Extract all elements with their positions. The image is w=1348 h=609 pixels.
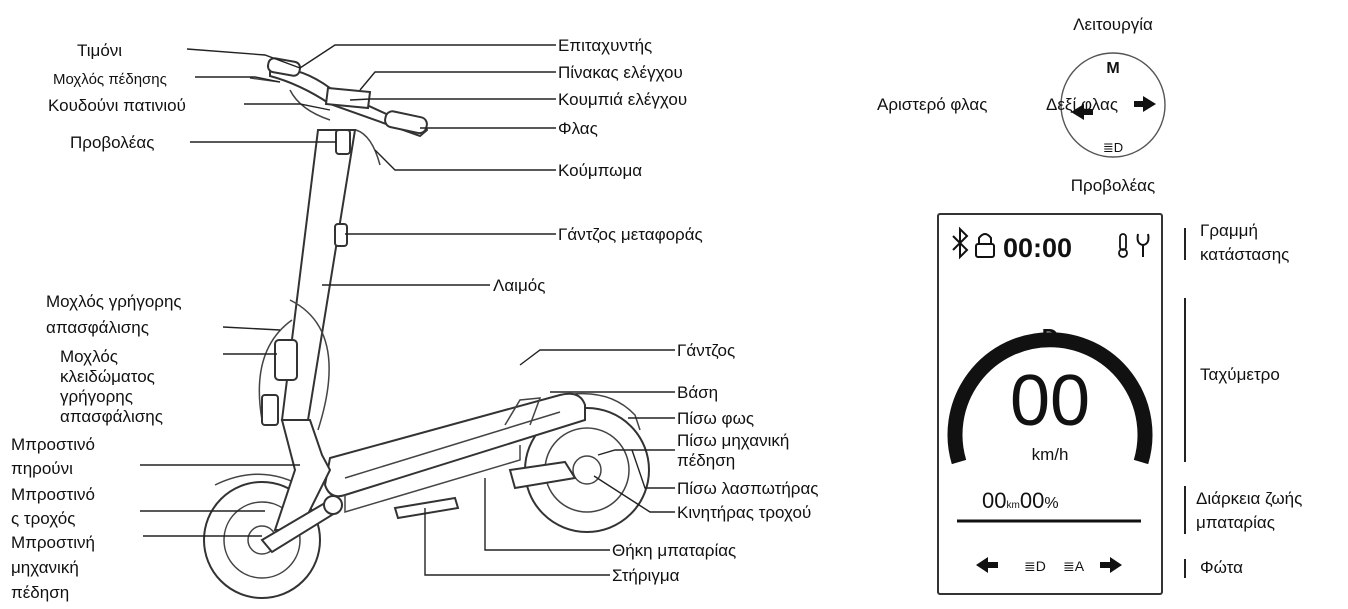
scooter-illustration [203, 57, 650, 599]
label-qr-lock-lever-4: απασφάλισης [60, 407, 163, 426]
right-labels: Επιταχυντής Πίνακας ελέγχου Κουμπιά ελέγ… [493, 36, 819, 585]
label-rear-brake-1: Πίσω μηχανική [677, 431, 789, 450]
lock-icon [975, 233, 995, 258]
left-leader-lines [140, 48, 336, 537]
battery-value: 00 [1020, 488, 1044, 513]
label-hook: Γάντζος [677, 341, 735, 360]
label-quick-release-lever-2: απασφάλισης [46, 318, 149, 337]
label-deck: Βάση [677, 383, 718, 402]
label-front-fork-1: Μπροστινό [11, 435, 95, 454]
wrench-icon [1136, 233, 1150, 257]
control-button-dial [1060, 52, 1166, 158]
label-rear-brake-2: πέδηση [677, 451, 735, 470]
label-battery-case: Θήκη μπαταρίας [612, 541, 736, 560]
label-front-wheel-2: ς τροχός [11, 509, 75, 528]
thermometer-icon [1118, 233, 1128, 258]
bluetooth-icon [952, 226, 969, 260]
right-leader-lines [299, 44, 675, 576]
label-control-panel: Πίνακας ελέγχου [558, 63, 683, 82]
gear-indicator: D [1042, 324, 1059, 350]
auto-light-icon: ≣A [1063, 558, 1085, 574]
speed-arc [947, 332, 1153, 465]
label-battery-life-1: Διάρκεια ζωής [1196, 489, 1302, 508]
label-headlight-button: Προβολέας [1071, 176, 1155, 195]
speed-value: 00 [1010, 361, 1090, 441]
label-battery-life-2: μπαταρίας [1196, 513, 1275, 532]
label-kickstand: Στήριγμα [612, 566, 680, 585]
label-quick-release-lever-1: Μοχλός γρήγορης [46, 292, 182, 311]
label-bell: Κουδούνι πατινιού [48, 96, 186, 115]
speedometer: D 00 km/h [947, 324, 1153, 465]
label-qr-lock-lever-1: Μοχλός [60, 347, 118, 366]
label-front-fork-2: πηρούνι [11, 459, 73, 478]
control-buttons-diagram: Λειτουργία M ≣D Αριστερό φλας Δεξί φλας … [877, 15, 1166, 195]
label-neck: Λαιμός [493, 276, 545, 295]
label-rear-light: Πίσω φως [677, 409, 754, 428]
label-status-bar-1: Γραμμή [1200, 221, 1258, 240]
left-turn-icon [976, 557, 998, 573]
display-side-labels: Γραμμή κατάστασης Ταχύμετρο Διάρκεια ζωή… [1184, 221, 1302, 578]
label-left-signal: Αριστερό φλας [877, 95, 987, 114]
label-headlight: Προβολέας [70, 133, 154, 152]
label-right-signal: Δεξί φλας [1046, 95, 1118, 114]
label-carry-hook: Γάντζος μεταφοράς [558, 225, 703, 244]
label-mode: Λειτουργία [1073, 15, 1153, 34]
battery-unit: % [1044, 495, 1058, 512]
low-beam-icon: ≣D [1024, 558, 1046, 574]
label-turn-signal: Φλας [558, 119, 598, 138]
label-brake-lever: Μοχλός πέδησης [53, 71, 167, 88]
distance-readout: 00km00% [982, 488, 1059, 513]
display-frame [937, 213, 1163, 595]
label-control-buttons: Κουμπιά ελέγχου [558, 90, 687, 109]
label-front-wheel-1: Μπροστινό [11, 485, 95, 504]
right-arrow-icon [1134, 96, 1156, 112]
headlight-key-icon: ≣D [1103, 140, 1123, 155]
label-front-brake-2: μηχανική [11, 558, 79, 577]
mode-key: M [1106, 60, 1119, 77]
status-time: 00:00 [1003, 233, 1072, 263]
distance-unit: km [1006, 500, 1019, 511]
label-hub-motor: Κινητήρας τροχού [677, 503, 811, 522]
label-lights: Φώτα [1200, 558, 1243, 577]
label-clasp: Κούμπωμα [558, 161, 642, 180]
label-front-brake-3: πέδηση [11, 583, 69, 602]
battery-row: 00km00% [957, 488, 1141, 523]
label-qr-lock-lever-2: κλειδώματος [60, 367, 155, 386]
speed-unit: km/h [1032, 445, 1069, 464]
dashboard-display: 00:00 D 00 km/h 00km00% ≣D [937, 213, 1163, 595]
status-bar: 00:00 [952, 226, 1150, 263]
label-front-brake-1: Μπροστινή [11, 533, 95, 552]
lights-row: ≣D ≣A [976, 557, 1122, 574]
label-status-bar-2: κατάστασης [1200, 245, 1289, 264]
label-accelerator: Επιταχυντής [558, 36, 652, 55]
distance-value: 00 [982, 488, 1006, 513]
label-qr-lock-lever-3: γρήγορης [60, 387, 133, 406]
left-arrow-icon [1071, 104, 1093, 120]
label-rear-fender: Πίσω λασπωτήρας [677, 479, 819, 498]
label-handlebar: Τιμόνι [77, 41, 122, 60]
left-labels: Τιμόνι Μοχλός πέδησης Κουδούνι πατινιού … [11, 41, 186, 602]
label-speedometer: Ταχύμετρο [1200, 365, 1280, 384]
right-turn-icon [1100, 557, 1122, 573]
